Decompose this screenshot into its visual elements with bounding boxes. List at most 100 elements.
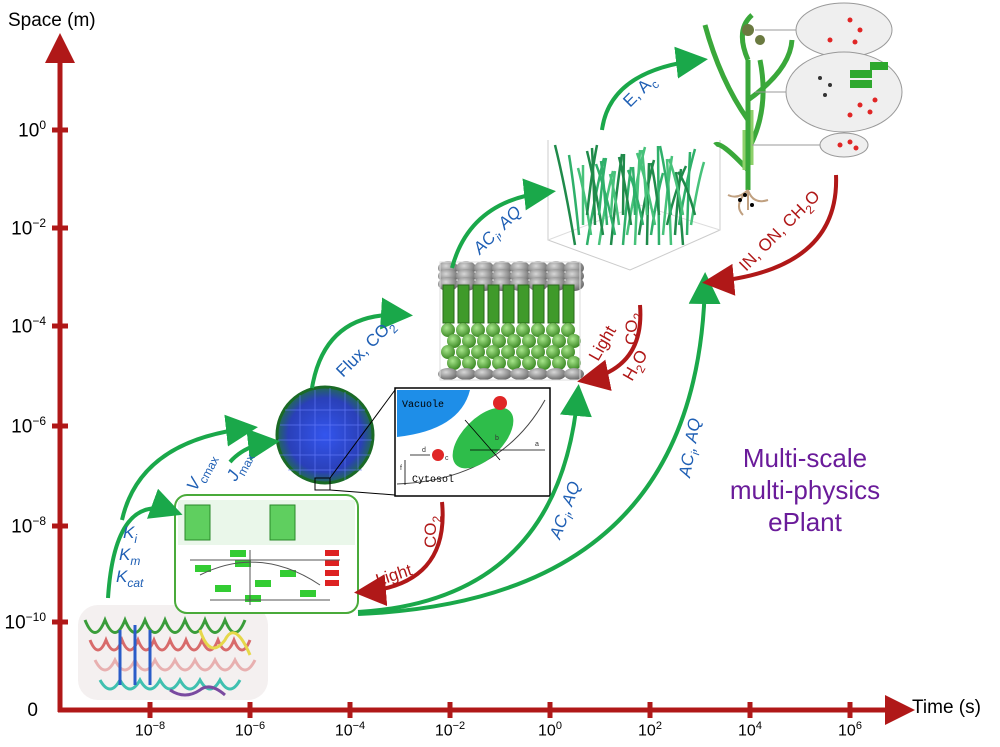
label-light-tissue: Light <box>585 322 620 364</box>
spongy-cell <box>462 356 476 370</box>
leaf-blade <box>621 153 626 216</box>
x-tick-label: 102 <box>638 720 662 740</box>
spongy-cell <box>552 356 566 370</box>
y-tick-label: 10−4 <box>11 314 46 338</box>
spongy-cell <box>567 356 581 370</box>
spongy-cell <box>507 334 521 348</box>
spongy-cell <box>522 356 536 370</box>
spongy-cell <box>546 345 560 359</box>
label-vcmax: Vcmax <box>183 450 222 496</box>
spongy-cell <box>522 334 536 348</box>
leaf-blade <box>567 154 581 236</box>
spongy-cell <box>471 323 485 337</box>
leaf-blade <box>608 173 621 226</box>
tissue-cell <box>456 368 476 380</box>
y-axis-title: Space (m) <box>8 10 96 31</box>
palisade-cell <box>457 284 470 324</box>
leaf-blade <box>590 147 597 226</box>
palisade-cell <box>502 284 515 324</box>
leaf-blade <box>585 144 599 216</box>
inset-a-label: a <box>535 441 539 448</box>
axes <box>45 33 915 725</box>
y-tick-label: 10−10 <box>4 610 47 634</box>
spongy-cell <box>492 356 506 370</box>
tissue-cell <box>546 368 566 380</box>
spongy-cell <box>447 356 461 370</box>
tissue-cell <box>510 368 530 380</box>
origin-label: 0 <box>27 700 38 721</box>
x-tick-label: 104 <box>738 720 762 740</box>
spongy-cell <box>567 334 581 348</box>
leaf-blade <box>597 157 608 216</box>
leaf-blade <box>658 145 673 216</box>
label-h2o: H2O <box>619 347 655 386</box>
label-e-ac: E, Ac <box>619 71 662 114</box>
leaf-blade <box>576 167 593 236</box>
spongy-cell <box>486 345 500 359</box>
title-line-3: ePlant <box>768 507 842 537</box>
label-k-cat: Kcat <box>116 567 144 590</box>
y-tick-label: 10−8 <box>11 514 46 538</box>
spongy-cell <box>507 356 521 370</box>
red-flow-arrows <box>354 174 839 607</box>
inset-b-label: b <box>495 435 499 442</box>
leaf-tissue-image <box>438 261 584 381</box>
inset-f-label: f <box>400 465 402 472</box>
spongy-cell <box>501 345 515 359</box>
x-tick-label: 106 <box>838 720 862 740</box>
protein-structure-image <box>78 605 268 700</box>
leaf-blade <box>640 149 649 216</box>
tissue-cell <box>474 368 494 380</box>
label-k-m: Km <box>119 545 140 568</box>
label-aci-aq-plant: ACi, AQ <box>675 417 708 481</box>
tissue-cell <box>564 368 584 380</box>
spongy-cell <box>486 323 500 337</box>
tissue-cell <box>528 368 548 380</box>
spongy-cell <box>516 323 530 337</box>
spongy-cell <box>447 334 461 348</box>
leaf-blade <box>676 171 697 216</box>
green-flow-arrows <box>106 46 721 616</box>
x-tick-label: 10−6 <box>234 720 266 740</box>
palisade-cell <box>562 284 575 324</box>
spongy-cell <box>531 323 545 337</box>
leaf-blade <box>667 158 685 216</box>
spongy-cell <box>516 345 530 359</box>
leaf-blade <box>631 166 637 216</box>
spongy-cell <box>477 334 491 348</box>
title-line-2: multi-physics <box>729 475 881 505</box>
leaf-blade <box>665 165 688 226</box>
spongy-cell <box>456 345 470 359</box>
leaf-blade <box>645 162 651 246</box>
x-tick-label: 10−4 <box>334 720 366 740</box>
whole-plant-image <box>702 2 903 216</box>
spongy-cell <box>561 345 575 359</box>
cytosol-label: Cytosol <box>412 474 454 486</box>
leaf-blade <box>553 144 577 246</box>
spongy-cell <box>441 323 455 337</box>
palisade-cell <box>472 284 485 324</box>
canopy-image <box>547 140 721 271</box>
x-axis-title: Time (s) <box>912 697 981 718</box>
vacuole-label: Vacuole <box>402 399 444 411</box>
spongy-cell <box>537 334 551 348</box>
label-co2-tissue: CO2 <box>622 313 645 346</box>
spongy-cell <box>501 323 515 337</box>
leaf-blade <box>599 160 609 226</box>
spongy-cell <box>462 334 476 348</box>
x-tick-label: 100 <box>538 720 562 740</box>
spongy-cell <box>552 334 566 348</box>
y-tick-label: 100 <box>18 118 46 142</box>
y-axis-ticks <box>52 127 68 625</box>
inset-d-label: d <box>422 447 426 454</box>
inset-c-label: c <box>445 455 449 462</box>
palisade-cell <box>442 284 455 324</box>
leaf-blade <box>689 161 706 226</box>
palisade-cell <box>532 284 545 324</box>
leaf-blade <box>674 171 685 246</box>
palisade-cell <box>547 284 560 324</box>
title-line-1: Multi-scale <box>742 443 868 473</box>
spongy-cell <box>441 345 455 359</box>
x-tick-label: 10−8 <box>134 720 166 740</box>
